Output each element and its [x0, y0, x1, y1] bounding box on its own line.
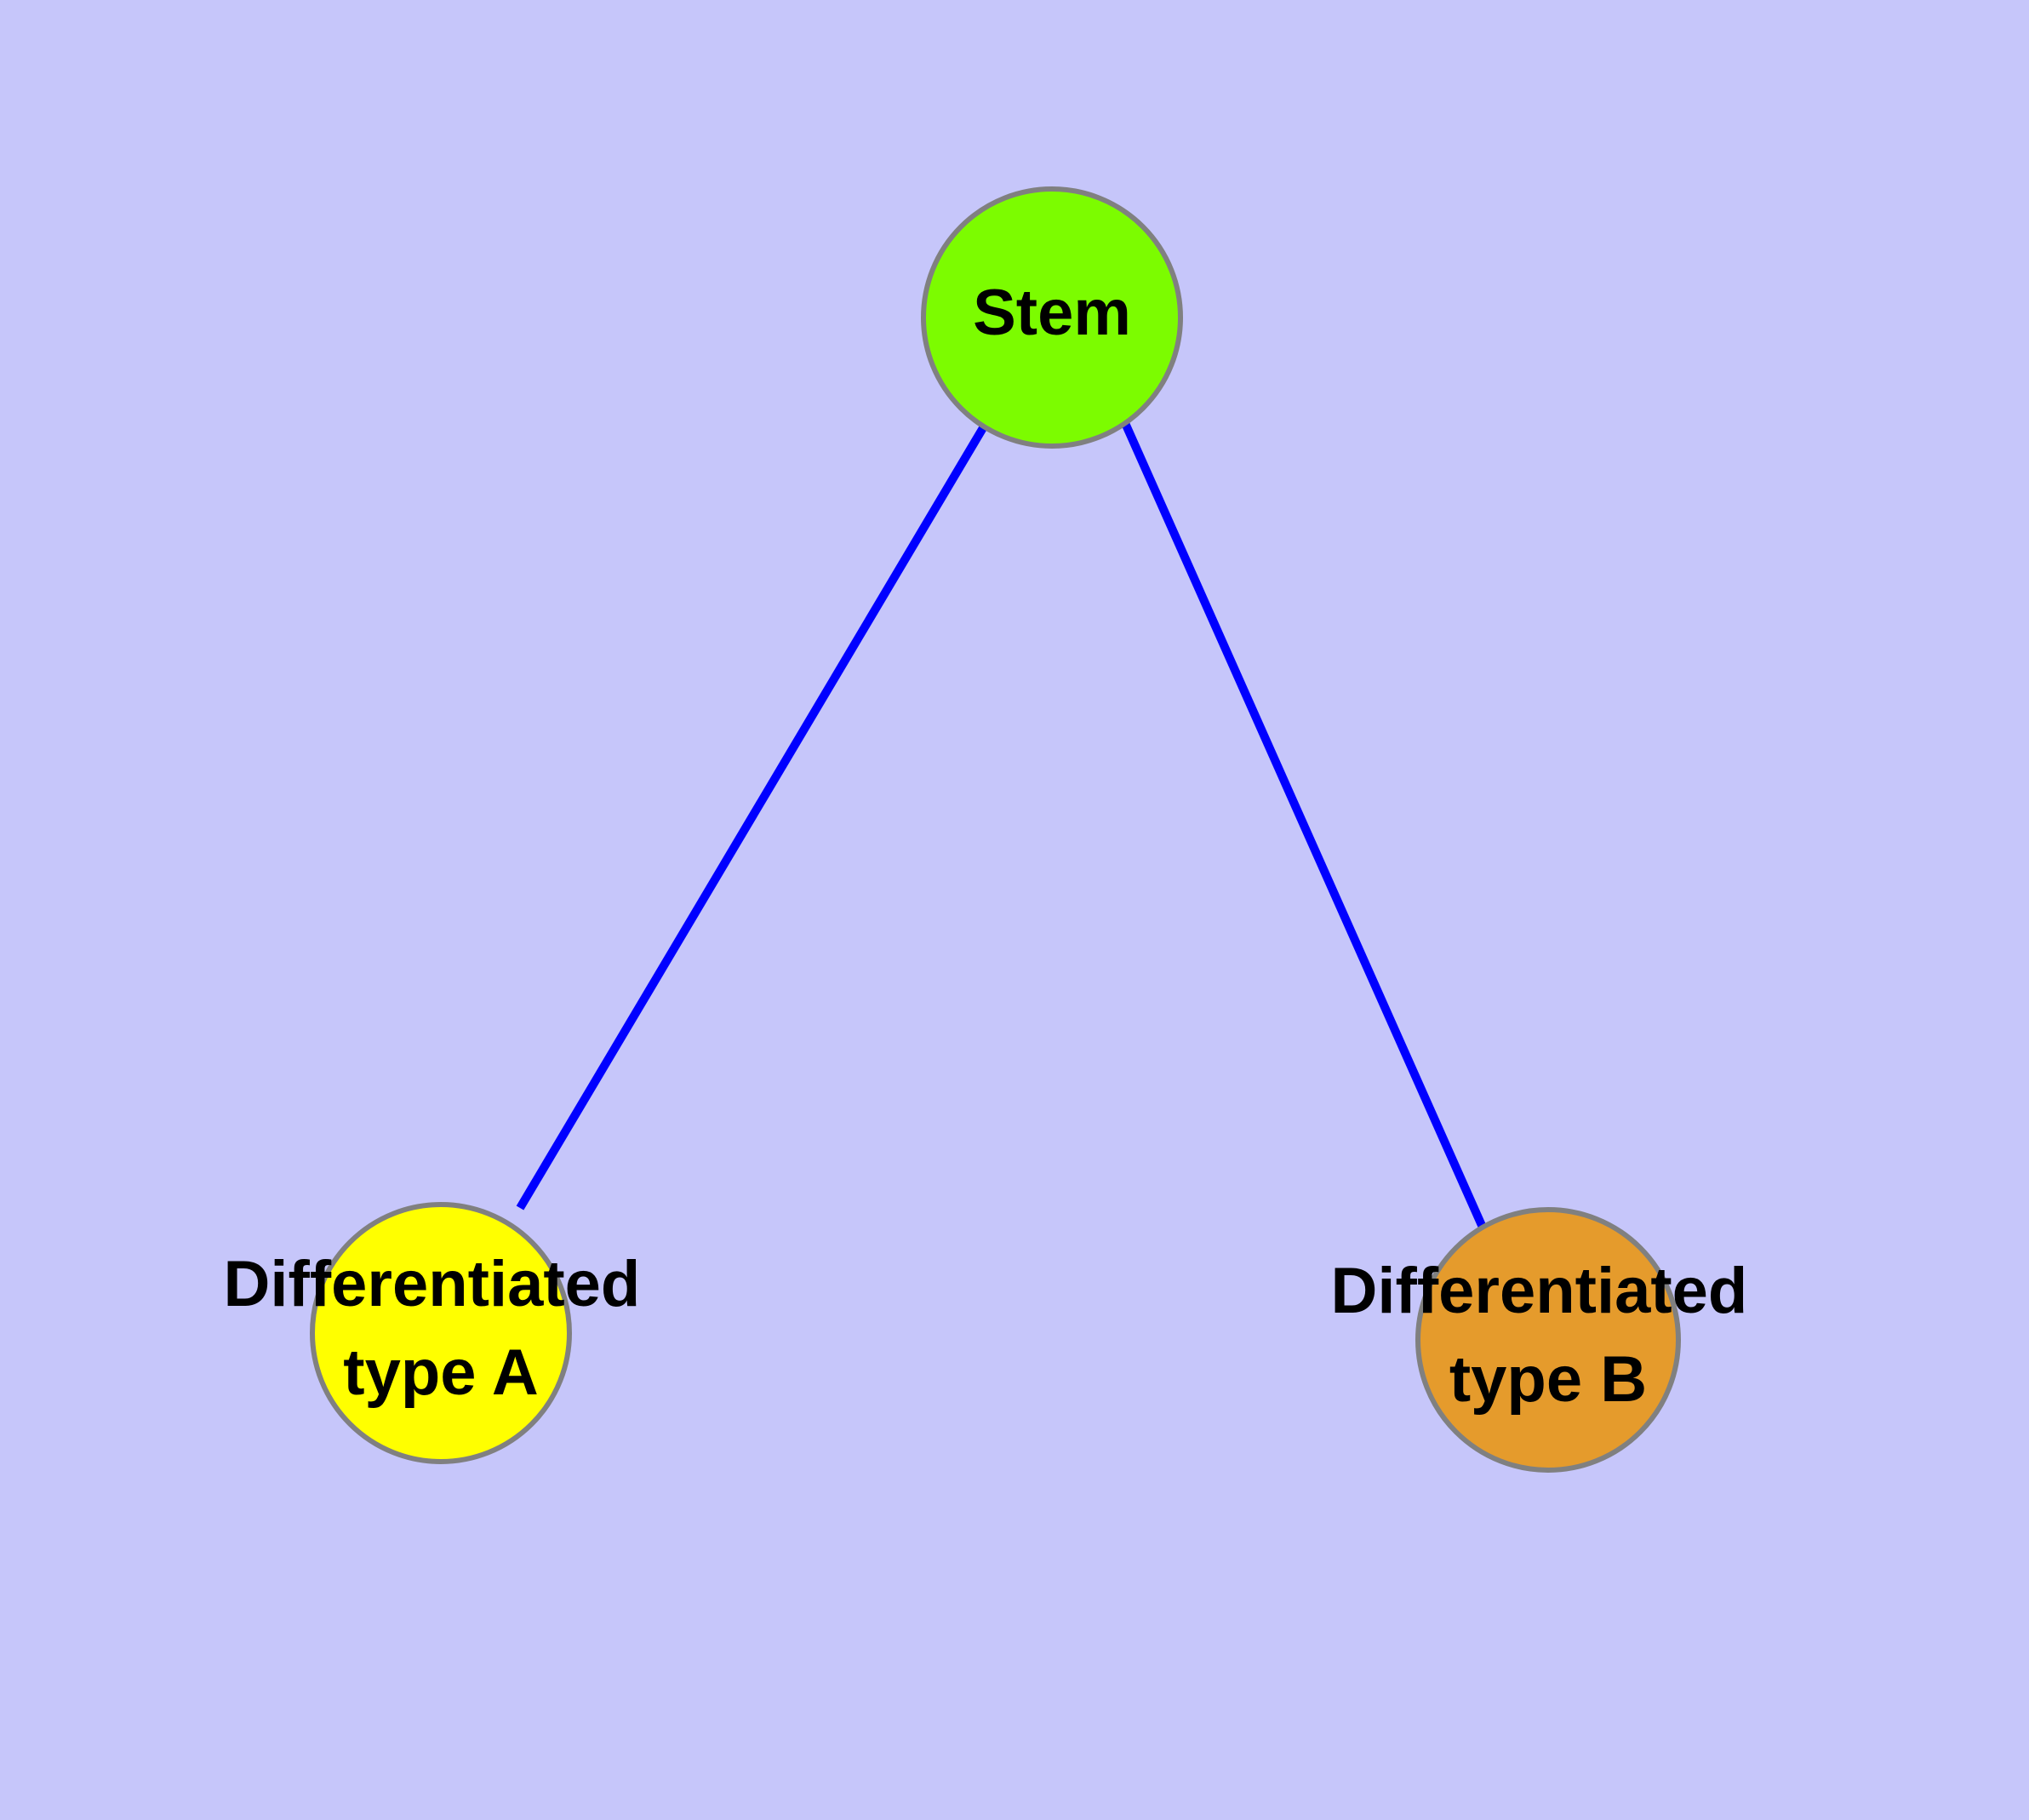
node-differentiated-type-b[interactable]: [1415, 1207, 1681, 1473]
node-differentiated-type-b-label-line-1: Differentiated: [1331, 1255, 1748, 1327]
node-differentiated-type-b-label: Differentiated type B: [1331, 1255, 1766, 1416]
labels-group: Stem Differentiated type A Differentiate…: [224, 277, 1766, 1416]
edge-stem-to-differentiated-type-a[interactable]: [516, 424, 988, 1210]
edge-stem-to-differentiated-type-b[interactable]: [1121, 421, 1488, 1232]
edges-group: [516, 421, 1488, 1232]
nodes-group: [310, 186, 1681, 1473]
node-differentiated-type-a-label: Differentiated type A: [224, 1248, 659, 1409]
node-differentiated-type-b-circle[interactable]: [1415, 1207, 1681, 1473]
node-stem[interactable]: [921, 186, 1183, 449]
node-differentiated-type-a-label-line-1: Differentiated: [224, 1248, 641, 1320]
node-differentiated-type-a-label-line-2: type A: [343, 1336, 538, 1409]
node-stem-label: Stem: [973, 277, 1131, 349]
node-stem-circle[interactable]: [921, 186, 1183, 449]
node-differentiated-type-a[interactable]: [310, 1202, 572, 1464]
node-differentiated-type-a-circle[interactable]: [310, 1202, 572, 1464]
node-differentiated-type-b-label-line-2: type B: [1449, 1343, 1647, 1416]
